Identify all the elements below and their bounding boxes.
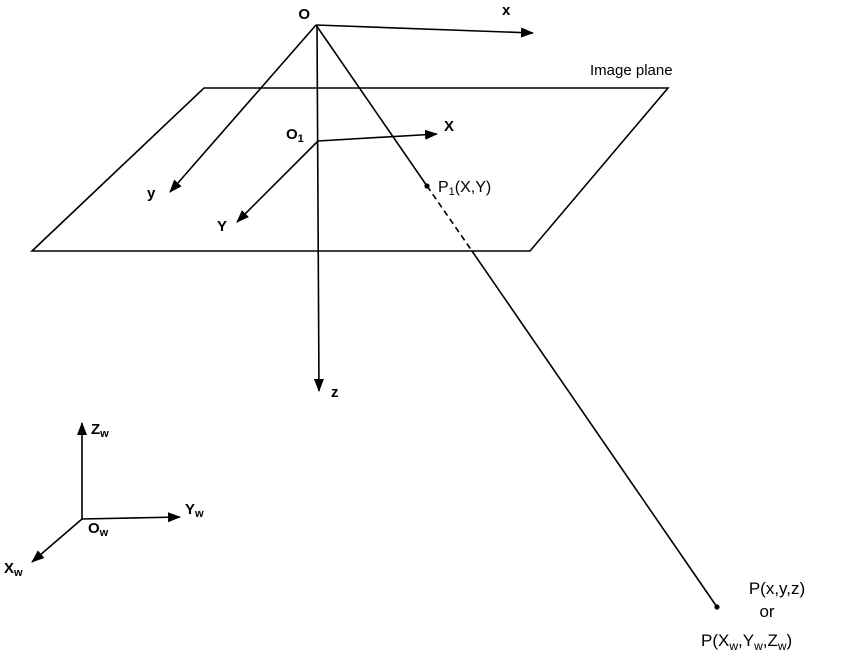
image-X-axis-arrow <box>317 129 438 142</box>
point-p-dot <box>714 604 720 610</box>
world-x-axis-arrow <box>31 518 83 563</box>
camera-z-axis-arrow <box>313 24 324 392</box>
camera-y-axis-arrow <box>169 24 317 193</box>
projection-ray-lower <box>471 250 718 608</box>
camera-x-axis-arrow <box>315 24 534 38</box>
projection-ray-upper <box>315 24 428 187</box>
point-p1-dot <box>424 183 430 189</box>
camera-z-axis-label: z <box>331 384 339 401</box>
point-p-label-or: or <box>759 602 774 621</box>
camera-origin-label: O <box>298 6 310 23</box>
point-p1-label: P1(X,Y) <box>438 179 491 198</box>
image-plane-label: Image plane <box>590 62 673 79</box>
world-x-axis-label: Xw <box>4 560 23 579</box>
image-Y-axis-label: Y <box>217 218 227 235</box>
world-origin-label: Ow <box>88 520 109 539</box>
world-z-axis-label: Zw <box>91 421 109 440</box>
point-p-label-camera-coords: P(x,y,z) <box>749 579 805 598</box>
world-y-axis-label: Yw <box>185 501 204 520</box>
image-origin-label: O1 <box>286 126 304 145</box>
image-X-axis-label: X <box>444 118 454 135</box>
point-p-label-world-coords: P(Xw,Yw,Zw) <box>701 631 792 653</box>
image-Y-axis-arrow <box>236 140 319 223</box>
camera-x-axis-label: x <box>502 2 511 19</box>
projection-ray-dashed <box>426 185 473 252</box>
world-y-axis-arrow <box>81 512 181 523</box>
camera-y-axis-label: y <box>147 185 156 202</box>
image-plane-outline <box>29 87 670 252</box>
